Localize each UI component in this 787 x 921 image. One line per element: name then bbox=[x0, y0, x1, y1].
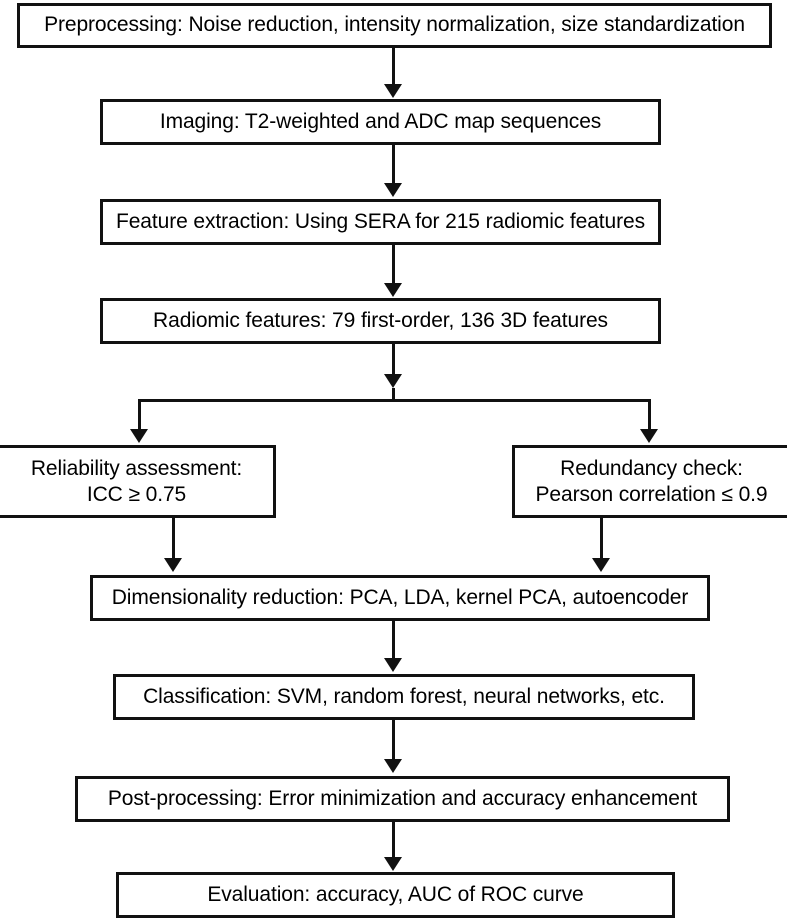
connector-imaging-to-feature-extraction bbox=[392, 145, 395, 184]
connector-radiomic-features-to-split bbox=[392, 344, 395, 376]
node-preprocessing[interactable]: Preprocessing: Noise reduction, intensit… bbox=[17, 3, 772, 48]
arrowhead-radiomic-features-to-split bbox=[384, 374, 402, 388]
arrowhead-feature-extraction-to-radiomic-features bbox=[384, 283, 402, 297]
node-classification[interactable]: Classification: SVM, random forest, neur… bbox=[113, 674, 695, 720]
connector-feature-extraction-to-radiomic-features bbox=[392, 245, 395, 284]
connector-post-processing-to-evaluation bbox=[392, 822, 395, 860]
arrowhead-imaging-to-feature-extraction bbox=[384, 183, 402, 197]
connector-split-horizontal-bar bbox=[138, 399, 651, 402]
arrowhead-split-to-redundancy-check bbox=[640, 429, 658, 443]
arrowhead-classification-to-post-processing bbox=[384, 759, 402, 773]
connector-preprocessing-to-imaging bbox=[392, 48, 395, 86]
connector-split-to-reliability-assessment bbox=[138, 399, 141, 431]
connector-redundancy-check-to-dimensionality-reduction bbox=[600, 518, 603, 560]
arrowhead-reliability-assessment-to-dimensionality-reduction bbox=[164, 558, 182, 572]
connector-reliability-assessment-to-dimensionality-reduction bbox=[172, 518, 175, 560]
node-reliability-assessment[interactable]: Reliability assessment: ICC ≥ 0.75 bbox=[0, 445, 276, 518]
arrowhead-preprocessing-to-imaging bbox=[384, 84, 402, 98]
node-dimensionality-reduction[interactable]: Dimensionality reduction: PCA, LDA, kern… bbox=[90, 575, 710, 621]
node-evaluation[interactable]: Evaluation: accuracy, AUC of ROC curve bbox=[116, 872, 675, 918]
arrowhead-post-processing-to-evaluation bbox=[384, 857, 402, 871]
node-imaging[interactable]: Imaging: T2-weighted and ADC map sequenc… bbox=[100, 99, 661, 145]
node-radiomic-features[interactable]: Radiomic features: 79 first-order, 136 3… bbox=[100, 298, 661, 344]
arrowhead-split-to-reliability-assessment bbox=[130, 429, 148, 443]
connector-split-to-redundancy-check bbox=[648, 399, 651, 431]
node-redundancy-check[interactable]: Redundancy check: Pearson correlation ≤ … bbox=[512, 445, 787, 518]
connector-split-stem bbox=[392, 388, 395, 402]
connector-classification-to-post-processing bbox=[392, 720, 395, 761]
arrowhead-dimensionality-reduction-to-classification bbox=[384, 658, 402, 672]
node-feature-extraction[interactable]: Feature extraction: Using SERA for 215 r… bbox=[100, 199, 661, 245]
connector-dimensionality-reduction-to-classification bbox=[392, 621, 395, 659]
node-post-processing[interactable]: Post-processing: Error minimization and … bbox=[75, 776, 730, 822]
arrowhead-redundancy-check-to-dimensionality-reduction bbox=[592, 558, 610, 572]
